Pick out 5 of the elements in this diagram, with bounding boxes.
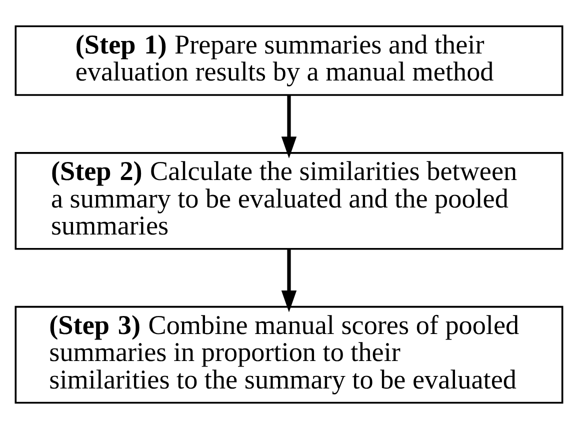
node-box: (Step 2) Calculate the similarities between a summary to be evaluated and the pooled summaries <box>14 152 564 250</box>
node-box: (Step 3) Combine manual scores of pooled summaries in proportion to their similarities to the summary to be evaluated <box>14 305 564 404</box>
node-box: (Step 1) Prepare summaries and their evaluation results by a manual method <box>14 24 564 96</box>
arrow <box>281 248 297 312</box>
arrow <box>281 95 297 158</box>
